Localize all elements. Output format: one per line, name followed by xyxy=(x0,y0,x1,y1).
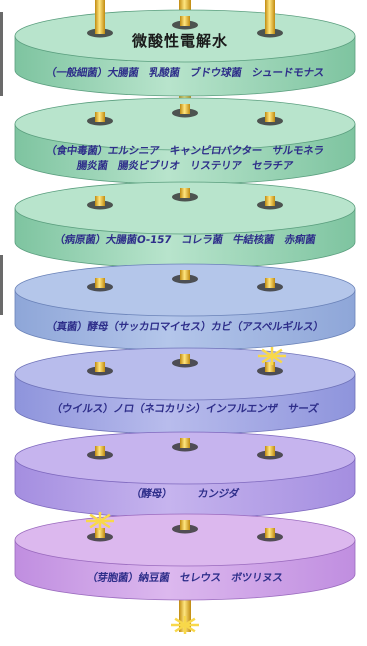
disc-label-spore-bacteria: （芽胞菌）納豆菌 セレウス ボツリヌス xyxy=(86,572,284,584)
disc-7-peg-2 xyxy=(180,520,190,530)
disc-top-6 xyxy=(14,431,356,485)
disc-2-peg-1 xyxy=(95,112,105,122)
left-edge-bar-bottom xyxy=(0,255,3,315)
spark-burst-bottom xyxy=(171,616,199,634)
disc-1-peg-2 xyxy=(180,16,190,26)
disc-6-peg-3 xyxy=(265,446,275,456)
disc-3-peg-2 xyxy=(180,188,190,198)
disc-label-fungi: （真菌）酵母（サッカロマイセス）カビ（アスペルギルス） xyxy=(45,321,325,333)
disc-top-3 xyxy=(14,181,356,235)
disc-7-peg-1 xyxy=(95,528,105,538)
disc-label-food-poisoning-line1: （食中毒菌）エルシニア キャンピロバクター サルモネラ xyxy=(45,145,325,157)
disc-label-food-poisoning-line2: 腸炎菌 腸炎ビブリオ リステリア セラチア xyxy=(75,160,294,172)
disc-2-peg-3 xyxy=(265,112,275,122)
top-peg-1 xyxy=(95,0,105,30)
disc-4-peg-3 xyxy=(265,278,275,288)
disc-6-peg-2 xyxy=(180,438,190,448)
disc-top-2 xyxy=(14,97,356,151)
disc-2-peg-2 xyxy=(180,104,190,114)
left-edge-bar-top xyxy=(0,12,3,96)
spark-burst-yeast xyxy=(86,512,114,530)
disc-7-peg-3 xyxy=(265,528,275,538)
disc-5-peg-2 xyxy=(180,354,190,364)
disc-label-yeast: （酵母） カンジダ xyxy=(130,488,240,500)
disc-label-virus: （ウイルス）ノロ（ネコカリシ）インフルエンザ サーズ xyxy=(50,403,320,415)
disc-3-peg-3 xyxy=(265,196,275,206)
disc-4-peg-2 xyxy=(180,270,190,280)
disc-5-peg-3 xyxy=(265,362,275,372)
disc-top-4 xyxy=(14,263,356,317)
disc-6-peg-1 xyxy=(95,446,105,456)
diagram-title: 微酸性電解水 xyxy=(131,32,228,50)
spark-burst-fungi xyxy=(258,347,286,365)
disc-4-peg-1 xyxy=(95,278,105,288)
disc-3-peg-1 xyxy=(95,196,105,206)
disc-label-pathogens: （病原菌）大腸菌O-157 コレラ菌 牛結核菌 赤痢菌 xyxy=(53,234,317,246)
disc-top-5 xyxy=(14,347,356,401)
disc-5-peg-1 xyxy=(95,362,105,372)
disc-label-general-bacteria: （一般細菌）大腸菌 乳酸菌 ブドウ球菌 シュードモナス xyxy=(45,67,325,79)
top-peg-2 xyxy=(265,0,275,30)
